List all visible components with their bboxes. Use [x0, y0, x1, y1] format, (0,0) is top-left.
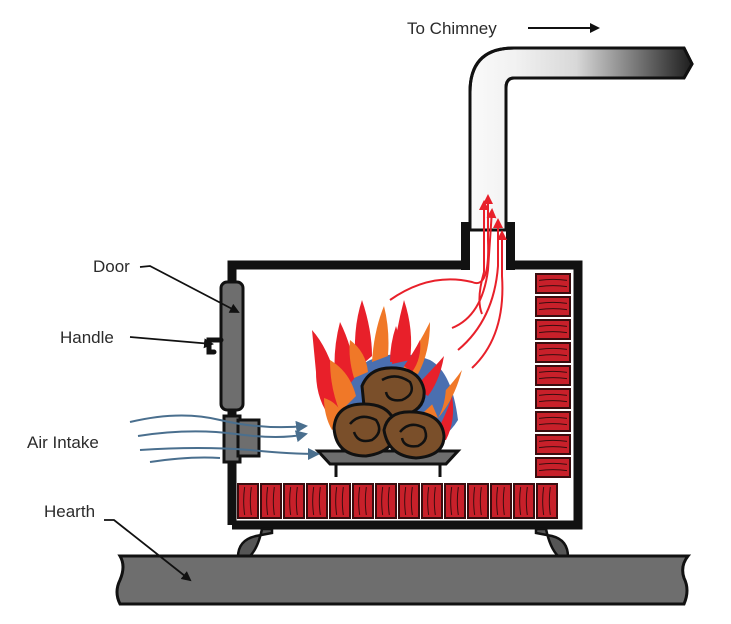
brick-texture	[381, 486, 384, 516]
brick-texture	[473, 486, 476, 516]
brick-texture	[538, 278, 568, 281]
brick-texture	[289, 486, 292, 516]
brick-texture	[312, 486, 315, 516]
brick-texture	[538, 354, 568, 357]
brick-texture	[538, 347, 568, 350]
brick-texture	[335, 486, 338, 516]
hot-air-flow	[389, 194, 507, 369]
firebrick	[535, 457, 571, 478]
label-hearth: Hearth	[44, 502, 192, 582]
firebrick	[237, 483, 259, 519]
brick-texture	[364, 486, 367, 516]
firebrick	[467, 483, 489, 519]
brick-texture	[538, 446, 568, 449]
brick-texture	[538, 439, 568, 442]
brick-texture	[456, 486, 459, 516]
chimney-pipe	[468, 46, 694, 232]
svg-text:Door: Door	[93, 257, 130, 276]
side-firebricks	[535, 273, 571, 478]
firebrick	[283, 483, 305, 519]
wood-logs	[332, 366, 446, 460]
floor-firebricks	[237, 483, 558, 519]
brick-texture	[496, 486, 499, 516]
svg-text:To Chimney: To Chimney	[407, 19, 497, 38]
brick-texture	[538, 377, 568, 380]
brick-texture	[433, 486, 436, 516]
intake-air-flow	[129, 414, 320, 463]
firebrick	[306, 483, 328, 519]
firebrick	[352, 483, 374, 519]
brick-texture	[538, 324, 568, 327]
firebrick	[444, 483, 466, 519]
firebrick	[535, 342, 571, 363]
firebrick	[535, 365, 571, 386]
brick-texture	[410, 486, 413, 516]
brick-texture	[272, 486, 275, 516]
firebrick	[535, 434, 571, 455]
brick-texture	[427, 486, 430, 516]
firebrick	[421, 483, 443, 519]
svg-text:Hearth: Hearth	[44, 502, 95, 521]
brick-texture	[519, 486, 522, 516]
brick-texture	[249, 486, 252, 516]
label-door: Door	[93, 257, 240, 313]
brick-texture	[243, 486, 246, 516]
label-handle: Handle	[60, 328, 214, 349]
brick-texture	[538, 308, 568, 311]
brick-texture	[538, 285, 568, 288]
brick-texture	[450, 486, 453, 516]
hearth-slab	[115, 554, 692, 606]
brick-texture	[318, 486, 321, 516]
firebrick	[536, 483, 558, 519]
firebrick	[535, 296, 571, 317]
firebrick	[535, 388, 571, 409]
brick-texture	[502, 486, 505, 516]
brick-texture	[525, 486, 528, 516]
firebrick	[535, 273, 571, 294]
firebrick	[535, 411, 571, 432]
stove-door	[219, 280, 245, 412]
firebrick	[375, 483, 397, 519]
firebrick	[535, 319, 571, 340]
firebrick	[398, 483, 420, 519]
brick-texture	[479, 486, 482, 516]
air-intake-vent	[222, 414, 261, 464]
door-handle	[206, 337, 224, 355]
brick-texture	[358, 486, 361, 516]
brick-texture	[266, 486, 269, 516]
svg-text:Air Intake: Air Intake	[27, 433, 99, 452]
brick-texture	[538, 423, 568, 426]
firebrick	[513, 483, 535, 519]
brick-texture	[538, 400, 568, 403]
brick-texture	[548, 486, 551, 516]
firebrick	[329, 483, 351, 519]
brick-texture	[341, 486, 344, 516]
svg-text:Handle: Handle	[60, 328, 114, 347]
brick-texture	[542, 486, 545, 516]
brick-texture	[538, 331, 568, 334]
log-grate	[314, 449, 462, 477]
brick-texture	[404, 486, 407, 516]
label-air-intake: Air Intake	[27, 433, 99, 452]
firebrick	[260, 483, 282, 519]
brick-texture	[538, 301, 568, 304]
brick-texture	[538, 416, 568, 419]
brick-texture	[538, 462, 568, 465]
firebrick	[490, 483, 512, 519]
label-chimney: To Chimney	[407, 19, 600, 38]
brick-texture	[538, 370, 568, 373]
brick-texture	[295, 486, 298, 516]
brick-texture	[538, 393, 568, 396]
brick-texture	[387, 486, 390, 516]
brick-texture	[538, 469, 568, 472]
